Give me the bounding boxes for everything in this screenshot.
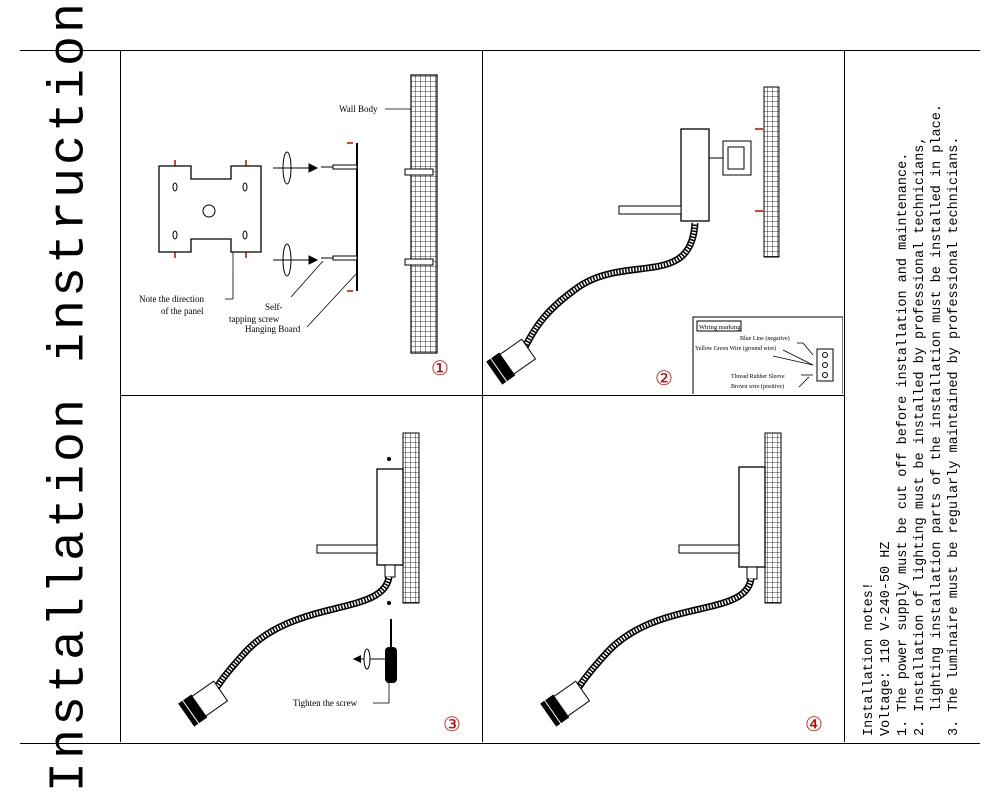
gooseneck	[210, 576, 393, 695]
step2-diagram: Wiring marking Blue Line (negative) Yell…	[486, 86, 843, 394]
step-number: ④	[805, 712, 823, 736]
panel-hole	[202, 204, 216, 218]
wall-body	[764, 432, 782, 604]
wiring-yellow-green: Yellow Green Wire (ground wire)	[695, 345, 776, 352]
tighten-label: Tighten the screw	[293, 698, 358, 708]
switch-rod	[618, 205, 682, 215]
screw-label: Self-	[265, 302, 283, 312]
screwdriver-icon	[353, 619, 397, 683]
step-number: ③	[443, 712, 461, 736]
wall-anchor	[404, 168, 434, 176]
wall-body	[763, 86, 780, 258]
screw	[321, 255, 358, 261]
step4-diagram: ④	[540, 432, 823, 736]
gooseneck	[572, 578, 755, 695]
wall-anchor	[404, 258, 434, 266]
step-number: ②	[655, 366, 673, 390]
switch-rod	[316, 544, 378, 554]
notes-item: 1. The power supply must be cut off befo…	[896, 152, 911, 736]
screw-label: tapping screw	[229, 314, 280, 324]
wall-body	[410, 74, 438, 354]
wall-plug-icon	[273, 151, 319, 185]
notes-column: Installation notes! Voltage: 110 V-240-5…	[844, 52, 980, 740]
hanging-board-label: Hanging Board	[245, 324, 301, 334]
lamp-head	[178, 680, 229, 727]
sheet-frame	[20, 50, 980, 744]
note-direction-label: of the panel	[161, 306, 204, 316]
gooseneck	[519, 222, 699, 353]
lamp-head	[540, 680, 591, 727]
terminal-block	[722, 140, 752, 176]
step3-diagram: Tighten the screw ③	[178, 432, 461, 736]
divider	[844, 50, 845, 742]
screw	[321, 164, 358, 170]
lamp-body	[376, 468, 404, 566]
lamp-body	[738, 466, 766, 568]
installation-notes: Installation notes! Voltage: 110 V-240-5…	[861, 56, 963, 736]
step1-diagram: Wall Body Note the direction of the pane…	[139, 74, 449, 380]
divider	[482, 50, 483, 742]
wiring-sleeve: Thread Rubber Sleeve	[731, 374, 785, 380]
divider	[120, 395, 844, 396]
wiring-marking-box: Wiring marking Blue Line (negative) Yell…	[692, 316, 843, 394]
step-number: ①	[431, 356, 449, 380]
lamp-head	[486, 338, 537, 385]
wiring-heading: Wiring marking	[699, 324, 741, 331]
wall-plug-icon	[273, 243, 319, 277]
lamp-body	[680, 128, 710, 222]
notes-voltage: Voltage: 110 V-240-50 HZ	[879, 541, 894, 736]
notes-heading: Installation notes!	[862, 582, 877, 736]
switch-rod	[678, 544, 740, 554]
notes-item: 3. The luminaire must be regularly maint…	[947, 136, 962, 737]
wiring-brown: Brown wire (positive)	[731, 383, 784, 390]
note-direction-label: Note the direction	[139, 294, 204, 304]
wall-body	[402, 432, 420, 604]
title-column: Installation instruction	[20, 0, 120, 792]
divider	[120, 50, 121, 742]
page-title: Installation instruction	[41, 0, 99, 793]
notes-item: lighting installation parts of the insta…	[930, 104, 945, 736]
wall-body-label: Wall Body	[339, 104, 378, 114]
notes-item: 2. Installation of lighting must be inst…	[913, 136, 928, 737]
wiring-blue: Blue Line (negative)	[740, 335, 790, 342]
